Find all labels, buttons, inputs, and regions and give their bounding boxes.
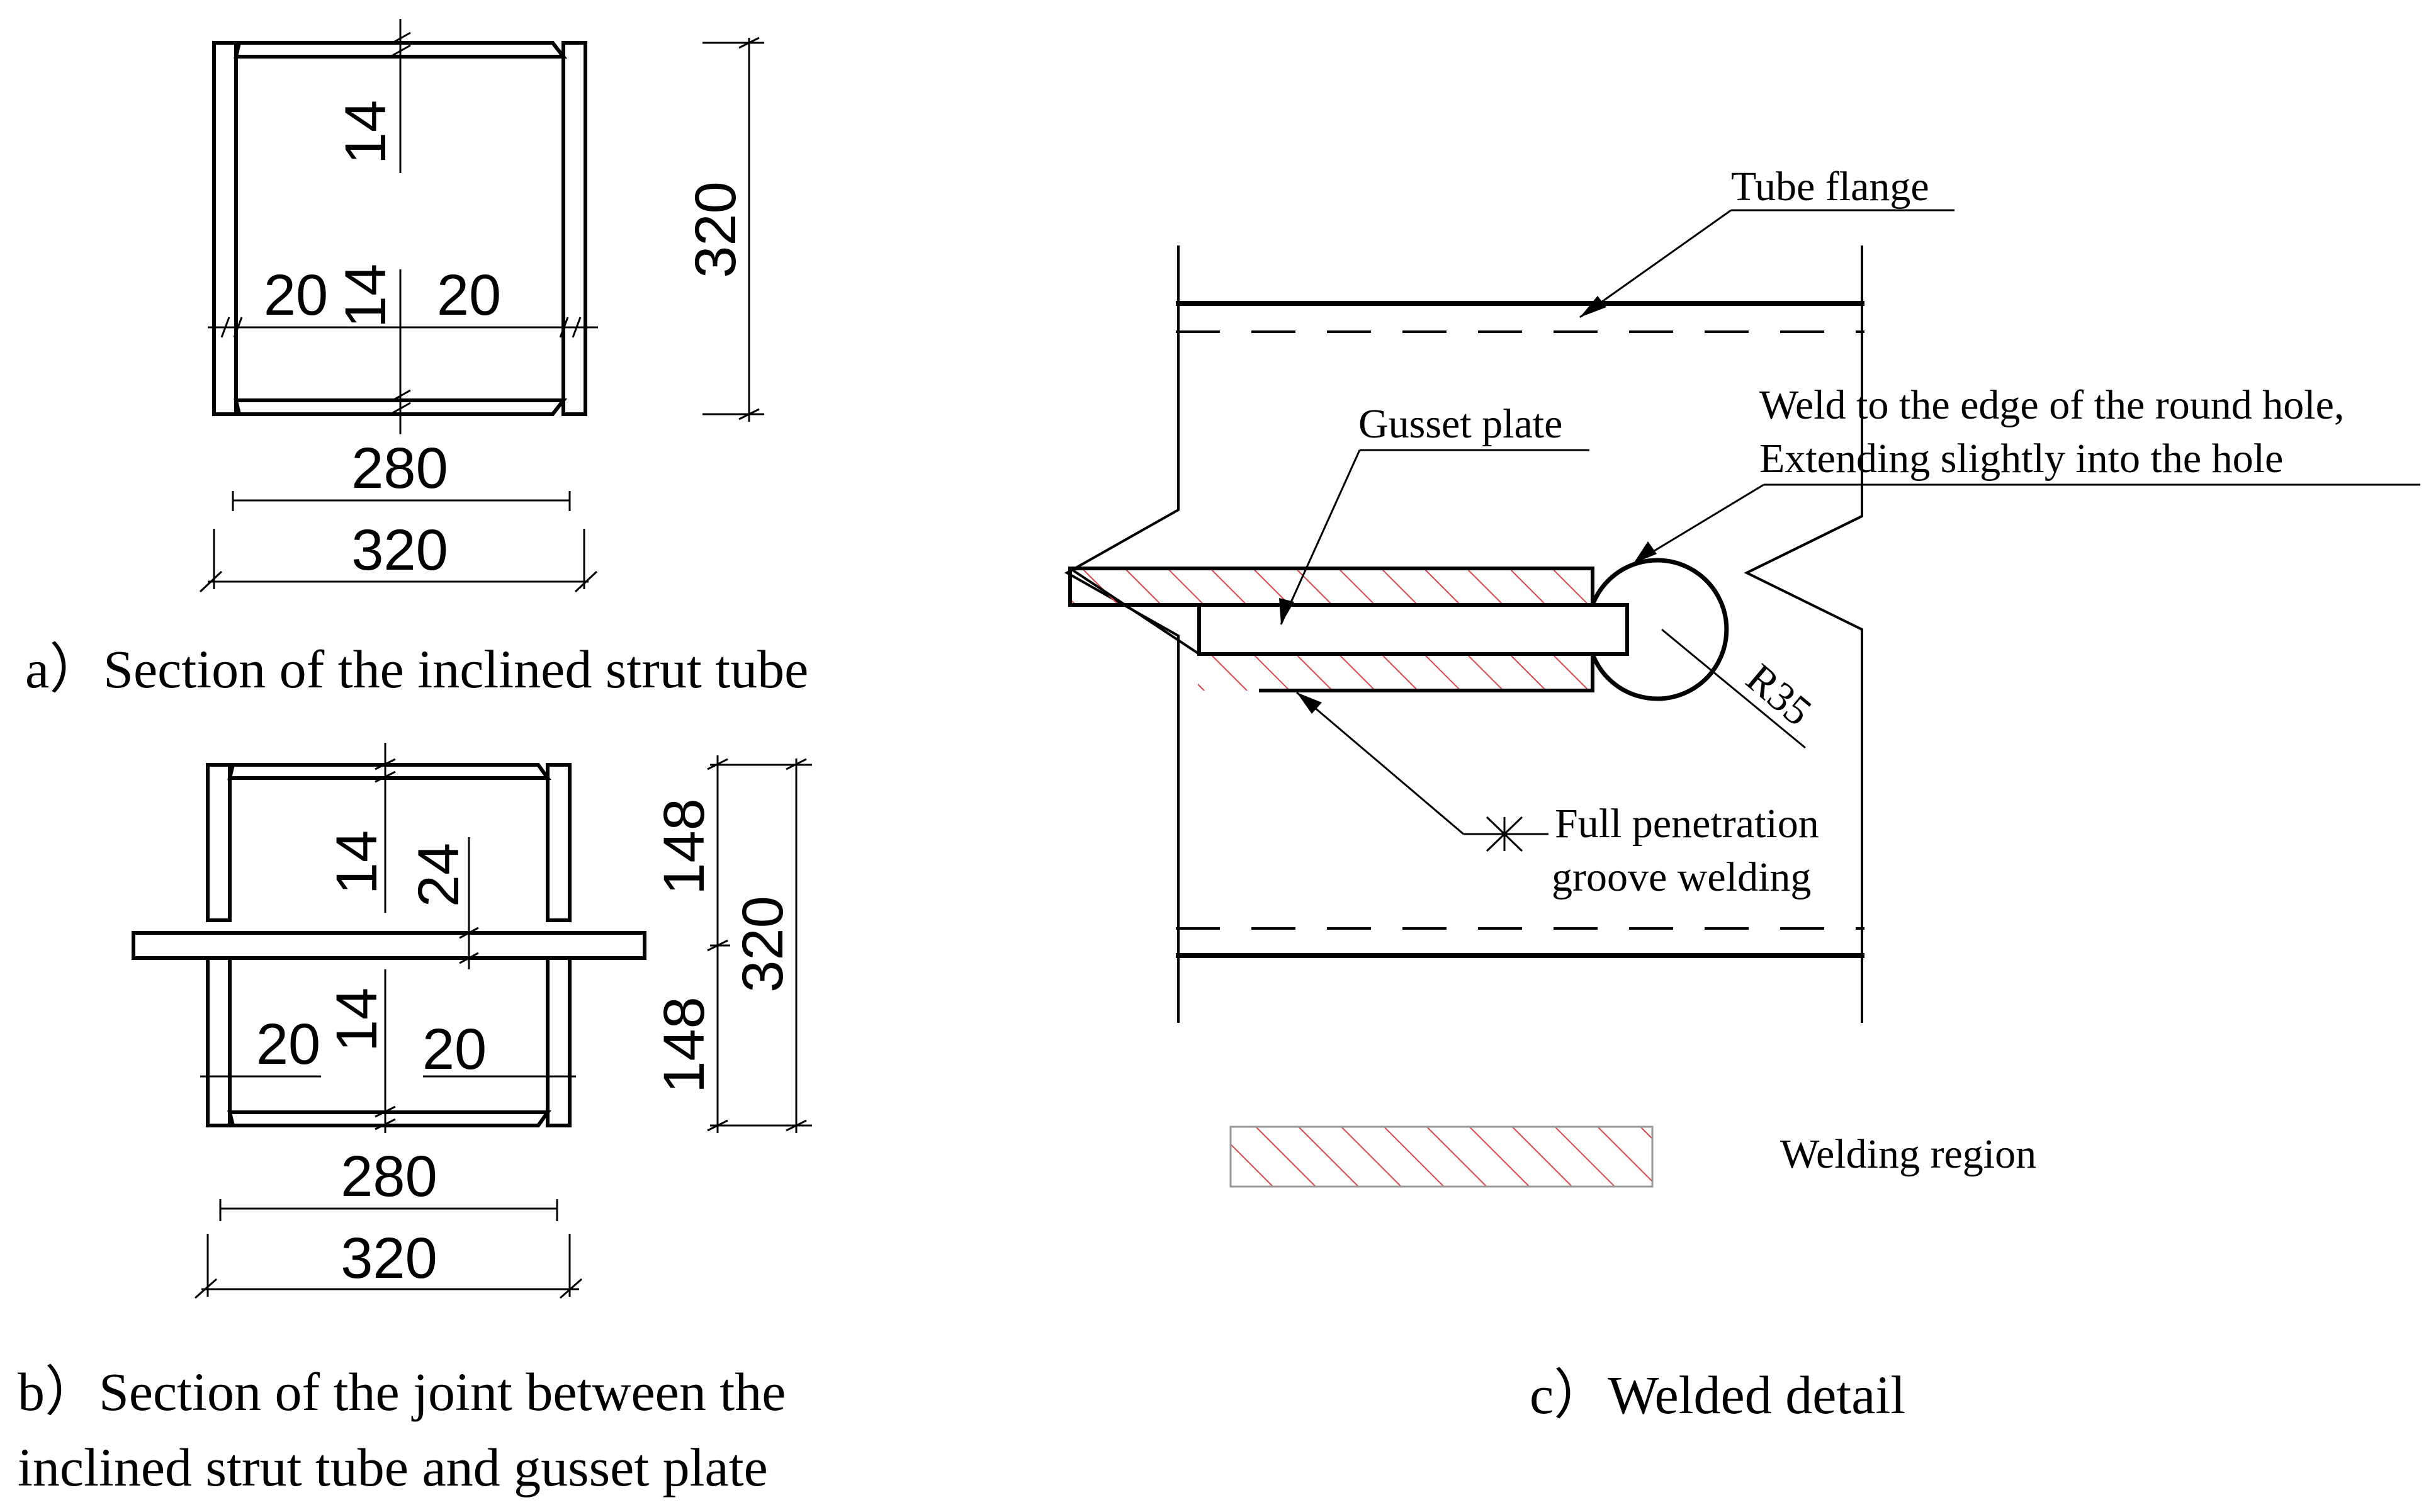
dimension-texts-a: 14 14 20 20 280 320 320	[264, 100, 748, 582]
bottom-web	[234, 398, 568, 416]
dim-flange-right-b: 20	[422, 1017, 487, 1081]
leader-arrows-c	[1279, 296, 1657, 714]
panel-b: 14 24 14 20 20 148 148 320 280 320 b）Sec…	[18, 743, 812, 1498]
right-flange-lower	[546, 956, 572, 1127]
left-flange-upper	[206, 763, 232, 922]
caption-a: a）Section of the inclined strut tube	[25, 639, 808, 699]
gusset-plate-c	[1197, 603, 1629, 656]
label-tube-flange: Tube flange	[1731, 164, 1929, 210]
right-flange-upper	[546, 763, 572, 922]
dim-upper-half-b: 148	[652, 798, 716, 895]
arrow-groove-weld	[1297, 692, 1322, 714]
left-flange-lower	[206, 956, 232, 1127]
dim-web-top-a: 14	[334, 100, 398, 164]
arrow-weld-note	[1633, 541, 1657, 563]
dim-web-bottom-b: 14	[325, 988, 389, 1052]
dim-outer-width-a: 320	[351, 518, 448, 582]
panel-c: R35 Tube flange Gusset plate Weld to the…	[1064, 164, 2420, 1425]
caption-b-line1: b）Section of the joint between the	[18, 1362, 786, 1422]
dim-flange-left-b: 20	[256, 1012, 320, 1076]
left-break-line	[1064, 245, 1180, 1023]
label-weld-note-2: Extending slightly into the hole	[1759, 436, 2283, 482]
caption-b-line2: inclined strut tube and gusset plate	[18, 1437, 768, 1498]
legend-swatch	[1229, 1126, 1654, 1188]
dim-height-a: 320	[684, 181, 748, 278]
weld-region-upper	[1070, 568, 1593, 605]
right-break-line	[1746, 515, 1863, 574]
legend-c: Welding region	[1229, 1126, 2036, 1188]
leaders-c	[1280, 209, 2420, 852]
caption-c: c）Welded detail	[1530, 1365, 1905, 1425]
dim-outer-width-b: 320	[341, 1226, 437, 1290]
top-web-b	[227, 763, 551, 780]
label-weld-note-1: Weld to the edge of the round hole,	[1759, 382, 2344, 428]
dimension-lines-a	[199, 19, 764, 593]
tube-flanges-c	[1176, 301, 1864, 958]
legend-label: Welding region	[1780, 1131, 2036, 1177]
dim-web-mid-a: 14	[334, 264, 398, 328]
dim-lower-half-b: 148	[652, 996, 716, 1093]
hole-arc	[1590, 558, 1729, 701]
weld-region-lower	[1198, 654, 1593, 691]
tube-section-a	[212, 41, 587, 416]
dimension-texts-b: 14 24 14 20 20 148 148 320 280 320	[256, 798, 795, 1290]
dim-web-top-b: 14	[325, 830, 389, 894]
dimension-lines-b	[195, 743, 812, 1299]
joint-section-b	[132, 763, 646, 1127]
left-flange	[212, 41, 238, 416]
dim-flange-right-a: 20	[437, 263, 501, 327]
right-flange	[561, 41, 587, 416]
gusset-plate-b	[132, 931, 646, 960]
radius-label: R35	[1737, 655, 1820, 735]
label-groove-2: groove welding	[1552, 854, 1811, 900]
top-web	[234, 41, 568, 59]
radius-line	[1661, 628, 1806, 749]
dim-gusset-b: 24	[407, 843, 471, 907]
arrow-tube-flange	[1580, 296, 1606, 317]
panel-a: 14 14 20 20 280 320 320 a）Section of the…	[25, 19, 808, 699]
dim-height-b: 320	[731, 896, 795, 993]
arrow-gusset-plate	[1279, 598, 1294, 624]
tube-outline-c	[1064, 245, 1863, 1023]
label-groove-1: Full penetration	[1555, 801, 1819, 847]
round-hole	[1590, 558, 1806, 749]
label-gusset-plate: Gusset plate	[1358, 401, 1562, 447]
dim-flange-left-a: 20	[264, 263, 328, 327]
right-break-line-inner	[1744, 245, 1863, 1023]
dim-inner-width-a: 280	[351, 436, 448, 500]
dim-inner-width-b: 280	[341, 1144, 437, 1209]
bottom-web-b	[227, 1110, 551, 1127]
